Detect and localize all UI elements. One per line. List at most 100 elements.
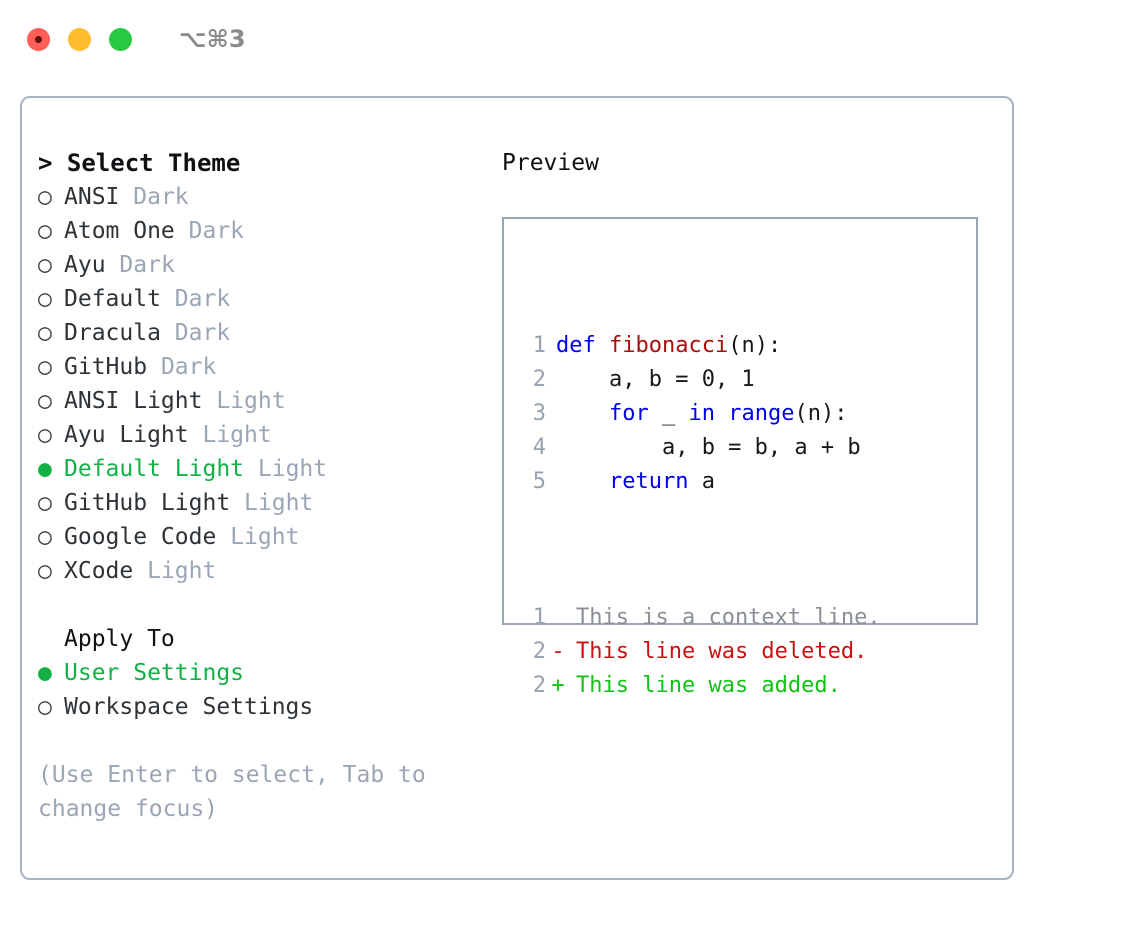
diff-line-number: 2 bbox=[532, 639, 546, 664]
diff-marker bbox=[546, 601, 570, 635]
apply-to-option-workspace-settings[interactable]: ○Workspace Settings bbox=[38, 690, 478, 724]
theme-option-github[interactable]: ○GitHub Dark bbox=[38, 350, 478, 384]
traffic-light-group bbox=[27, 27, 132, 51]
code-line: 3 for _ in range(n): bbox=[522, 397, 976, 431]
close-button-icon[interactable] bbox=[27, 27, 50, 51]
diff-line-text: This line was deleted. bbox=[576, 639, 868, 664]
theme-option-category: Light bbox=[147, 558, 217, 584]
radio-unselected-icon: ○ bbox=[38, 218, 52, 244]
theme-option-label: Dracula bbox=[64, 320, 161, 346]
keyboard-hint-text: (Use Enter to select, Tab to change focu… bbox=[38, 762, 440, 822]
apply-to-heading: Apply To bbox=[64, 626, 175, 652]
spacer bbox=[175, 214, 189, 248]
diff-line-add: 2+This line was added. bbox=[522, 669, 976, 703]
diff-line-text: This line was added. bbox=[576, 673, 841, 698]
spacer bbox=[189, 418, 203, 452]
theme-option-label: GitHub Light bbox=[64, 490, 231, 516]
radio-unselected-icon: ○ bbox=[38, 252, 52, 278]
spacer bbox=[147, 350, 161, 384]
code-token-kw: return bbox=[608, 469, 689, 494]
radio-unselected-icon: ○ bbox=[38, 286, 52, 312]
apply-to-option-user-settings[interactable]: ● User Settings bbox=[38, 656, 478, 690]
diff-marker: - bbox=[551, 639, 565, 664]
maximize-button-icon[interactable] bbox=[109, 27, 132, 51]
code-line-number: 5 bbox=[532, 469, 546, 494]
spacer bbox=[216, 520, 230, 554]
theme-option-ansi[interactable]: ○ ANSI Dark bbox=[38, 180, 478, 214]
code-token-kw: def bbox=[556, 333, 609, 358]
window-titlebar: ⌥⌘3 bbox=[0, 0, 1140, 78]
theme-option-xcode[interactable]: ○XCode Light bbox=[38, 554, 478, 588]
diff-line-del: 2-This line was deleted. bbox=[522, 635, 976, 669]
theme-selector-heading: > Select Theme bbox=[38, 149, 241, 177]
radio-unselected-icon: ○ bbox=[38, 184, 52, 210]
code-token-plain bbox=[556, 401, 609, 426]
theme-option-default-light[interactable]: ●Default Light Light bbox=[38, 452, 478, 486]
theme-option-category: Dark bbox=[174, 320, 231, 346]
theme-option-label: Google Code bbox=[64, 524, 217, 550]
theme-option-dracula[interactable]: ○ Dracula Dark bbox=[38, 316, 478, 350]
radio-unselected-icon: ○ bbox=[38, 320, 52, 346]
code-token-kw: for bbox=[608, 401, 649, 426]
theme-option-atom-one[interactable]: ○ Atom One Dark bbox=[38, 214, 478, 248]
theme-option-label: GitHub bbox=[64, 354, 148, 380]
spacer bbox=[244, 452, 258, 486]
apply-to-option-list: ● User Settings ○Workspace Settings bbox=[38, 656, 478, 724]
theme-option-category: Dark bbox=[188, 218, 245, 244]
code-line-number: 4 bbox=[532, 435, 546, 460]
diff-block: 1 This is a context line.2-This line was… bbox=[522, 601, 976, 703]
theme-option-category: Light bbox=[230, 524, 300, 550]
radio-unselected-icon: ○ bbox=[38, 422, 52, 448]
close-dot-icon bbox=[35, 35, 42, 43]
theme-option-category: Light bbox=[257, 456, 328, 482]
diff-line-text: This is a context line. bbox=[576, 605, 881, 630]
theme-option-category: Light bbox=[216, 388, 286, 414]
code-token-plain: _ bbox=[648, 401, 689, 426]
spacer bbox=[202, 384, 216, 418]
code-token-plain: (n): bbox=[794, 401, 848, 426]
main-panel: > Select Theme ○ANSI Dark○Atom One Dark○… bbox=[20, 96, 1014, 880]
radio-unselected-icon: ○ bbox=[38, 490, 52, 516]
theme-option-github-light[interactable]: ○GitHub Light Light bbox=[38, 486, 478, 520]
theme-option-list: ○ ANSI Dark ○ Atom One Dark ○ Ayu Dark ○ Defaul… bbox=[38, 180, 478, 588]
theme-option-label: Atom One bbox=[64, 218, 175, 244]
apply-to-section: Apply To ● User Settings ○Workspace Settin… bbox=[38, 622, 478, 724]
theme-option-google-code[interactable]: ○Google Code Light bbox=[38, 520, 478, 554]
minimize-button-icon[interactable] bbox=[68, 27, 91, 51]
code-token-kw: in bbox=[688, 401, 715, 426]
code-line-text: a, b = 0, 1 bbox=[546, 363, 755, 397]
code-line-number: 1 bbox=[532, 333, 546, 358]
apply-to-option-label: User Settings bbox=[64, 660, 245, 686]
code-token-fn: fibonacci bbox=[608, 333, 729, 358]
keyboard-shortcut-label: ⌥⌘3 bbox=[179, 25, 246, 53]
theme-option-category: Dark bbox=[119, 252, 175, 278]
theme-option-label: ANSI bbox=[64, 184, 120, 210]
code-token-plain: a bbox=[688, 469, 715, 494]
radio-selected-icon: ● bbox=[38, 660, 52, 686]
theme-option-ayu-light[interactable]: ○Ayu Light Light bbox=[38, 418, 478, 452]
code-line-number: 2 bbox=[532, 367, 546, 392]
theme-option-ansi-light[interactable]: ○ANSI Light Light bbox=[38, 384, 478, 418]
theme-selector-column: > Select Theme ○ANSI Dark○Atom One Dark○… bbox=[38, 146, 478, 826]
code-token-plain bbox=[556, 469, 609, 494]
theme-option-label: Default bbox=[64, 286, 161, 312]
spacer bbox=[161, 282, 175, 316]
spacer bbox=[133, 554, 147, 588]
code-line-text: def fibonacci(n): bbox=[546, 329, 781, 363]
theme-option-default[interactable]: ○Default Dark bbox=[38, 282, 478, 316]
code-token-plain: (n): bbox=[728, 333, 782, 358]
diff-marker: + bbox=[551, 673, 565, 698]
radio-selected-icon: ● bbox=[38, 456, 52, 482]
code-token-kw: range bbox=[728, 401, 795, 426]
theme-option-ayu[interactable]: ○ Ayu Dark bbox=[38, 248, 478, 282]
theme-option-label: Ayu bbox=[64, 252, 106, 278]
theme-option-category: Dark bbox=[133, 184, 189, 210]
theme-option-label: Ayu Light bbox=[64, 422, 189, 448]
code-line: 5 return a bbox=[522, 465, 976, 499]
theme-option-category: Dark bbox=[160, 354, 217, 380]
